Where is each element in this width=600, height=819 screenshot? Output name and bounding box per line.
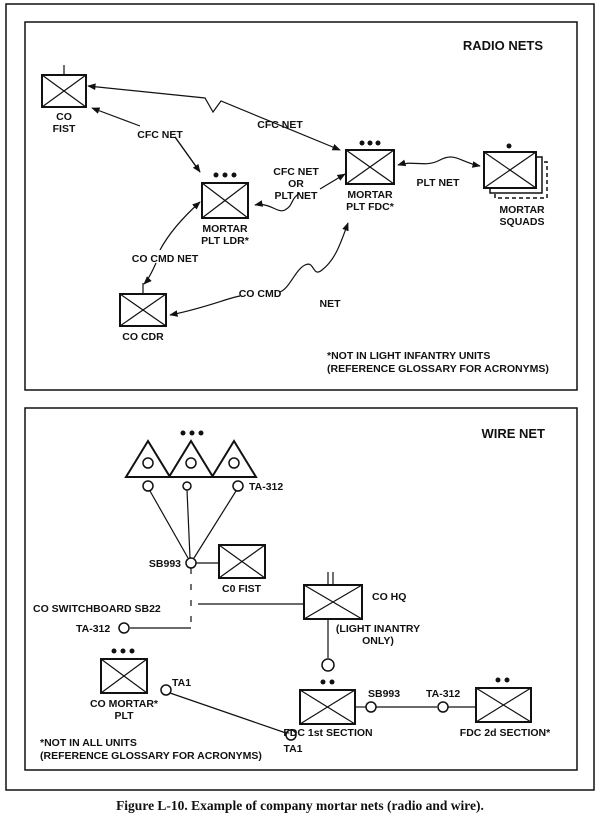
co-fist-symbol <box>41 65 87 108</box>
ta312-top-label: TA-312 <box>249 481 283 493</box>
mortar-plt-ldr-label-2: PLT LDR* <box>201 235 250 247</box>
cfc-net-label-2: CFC NET <box>137 129 183 141</box>
net-label: NET <box>320 298 342 310</box>
cfc-or-plt-label-1: CFC NET <box>273 166 319 178</box>
co-cdr-symbol <box>119 283 167 327</box>
co-cmd-net-label: CO CMD NET <box>132 253 199 265</box>
phone-ta1-bottom <box>285 729 297 741</box>
wire-panel-border <box>24 407 578 771</box>
phone-ta312-3 <box>232 480 244 492</box>
observer-triangle-1 <box>124 439 172 478</box>
ta1-top-label: TA1 <box>172 677 191 689</box>
co-fist-label-1: CO <box>56 111 72 123</box>
light-only-label-2: ONLY) <box>362 635 394 647</box>
ta1-bottom-label: TA1 <box>283 743 302 755</box>
plt-net-label: PLT NET <box>417 177 461 189</box>
observer-triangle-2 <box>167 430 215 478</box>
mortar-plt-fdc-label-2: PLT FDC* <box>346 201 395 213</box>
phone-ta312-2 <box>182 481 192 491</box>
mortar-plt-ldr-symbol <box>201 172 249 219</box>
sb993-junction-left <box>185 557 197 569</box>
cohq-junction <box>321 658 335 672</box>
fdc-1st-section-symbol <box>299 679 356 725</box>
co-hq-symbol <box>303 572 363 620</box>
mortar-squads-label-2: SQUADS <box>500 216 545 228</box>
co-cmd-label: CO CMD <box>239 288 282 300</box>
wire-ta1 <box>169 692 287 734</box>
co-switchboard-label: CO SWITCHBOARD SB22 <box>33 603 161 615</box>
outer-frame <box>5 3 595 791</box>
mortar-squads-symbol <box>483 143 548 199</box>
co-mortar-plt-label-2: PLT <box>114 710 134 722</box>
wire-title: WIRE NET <box>481 426 545 441</box>
fdc-1st-label: FDC 1st SECTION <box>283 727 372 739</box>
observer-triangle-3 <box>210 439 258 478</box>
phone-ta1-top <box>160 684 172 696</box>
mortar-plt-fdc-label-1: MORTAR <box>347 189 393 201</box>
wire-note-1: *NOT IN ALL UNITS <box>40 737 137 749</box>
wire-co-fist-symbol <box>218 544 266 579</box>
sb993-junction-right <box>365 701 377 713</box>
cfc-or-plt-label-2: OR <box>288 178 304 190</box>
sb993-left-label: SB993 <box>149 558 181 570</box>
fdc-2d-label: FDC 2d SECTION* <box>460 727 551 739</box>
cfc-or-plt-label-3: PLT NET <box>275 190 319 202</box>
link-cdr-fdc-a <box>169 295 241 317</box>
mortar-plt-ldr-label-1: MORTAR <box>202 223 248 235</box>
sb993-right-label: SB993 <box>368 688 400 700</box>
phone-ta312-right <box>437 701 449 713</box>
link-cofist-fdc <box>87 83 341 151</box>
co-mortar-plt-symbol <box>100 648 148 694</box>
co-mortar-plt-label-1: CO MORTAR* <box>90 698 159 710</box>
light-only-label-1: (LIGHT INANTRY <box>336 623 420 635</box>
co-hq-label: CO HQ <box>372 591 406 603</box>
link-ldr-cdr-b <box>143 262 157 285</box>
link-cdr-fdc-b <box>279 222 349 293</box>
link-fdc-squads <box>397 156 481 168</box>
radio-panel-border <box>24 21 578 391</box>
phone-ta312-1 <box>142 480 154 492</box>
mortar-plt-fdc-symbol <box>345 140 395 185</box>
fdc-2d-section-symbol <box>475 677 532 723</box>
cfc-net-label-1: CFC NET <box>257 119 303 131</box>
radio-title: RADIO NETS <box>463 38 544 53</box>
mortar-squads-label-1: MORTAR <box>499 204 545 216</box>
link-fdc-ldr <box>255 174 345 211</box>
wire-co-fist-label: C0 FIST <box>222 583 262 595</box>
co-cdr-label: CO CDR <box>122 331 164 343</box>
link-cofist-ldr-b <box>174 136 201 173</box>
wires-triangles-sb993 <box>149 489 237 559</box>
phone-ta312-left <box>118 622 130 634</box>
radio-note-1: *NOT IN LIGHT INFANTRY UNITS <box>327 350 490 362</box>
radio-nets-panel: RADIO NETS CO FIST MORTAR PLT LDR* MORTA… <box>24 21 578 391</box>
ta312-right-label: TA-312 <box>426 688 460 700</box>
ta312-left-label: TA-312 <box>76 623 110 635</box>
wire-note-2: (REFERENCE GLOSSARY FOR ACRONYMS) <box>40 750 262 762</box>
radio-note-2: (REFERENCE GLOSSARY FOR ACRONYMS) <box>327 363 549 375</box>
link-ldr-cdr-a <box>159 201 201 251</box>
wire-net-panel: WIRE NET TA-312 SB993 C0 <box>24 407 578 771</box>
co-fist-label-2: FIST <box>53 123 76 135</box>
figure-caption: Figure L-10. Example of company mortar n… <box>116 798 484 813</box>
